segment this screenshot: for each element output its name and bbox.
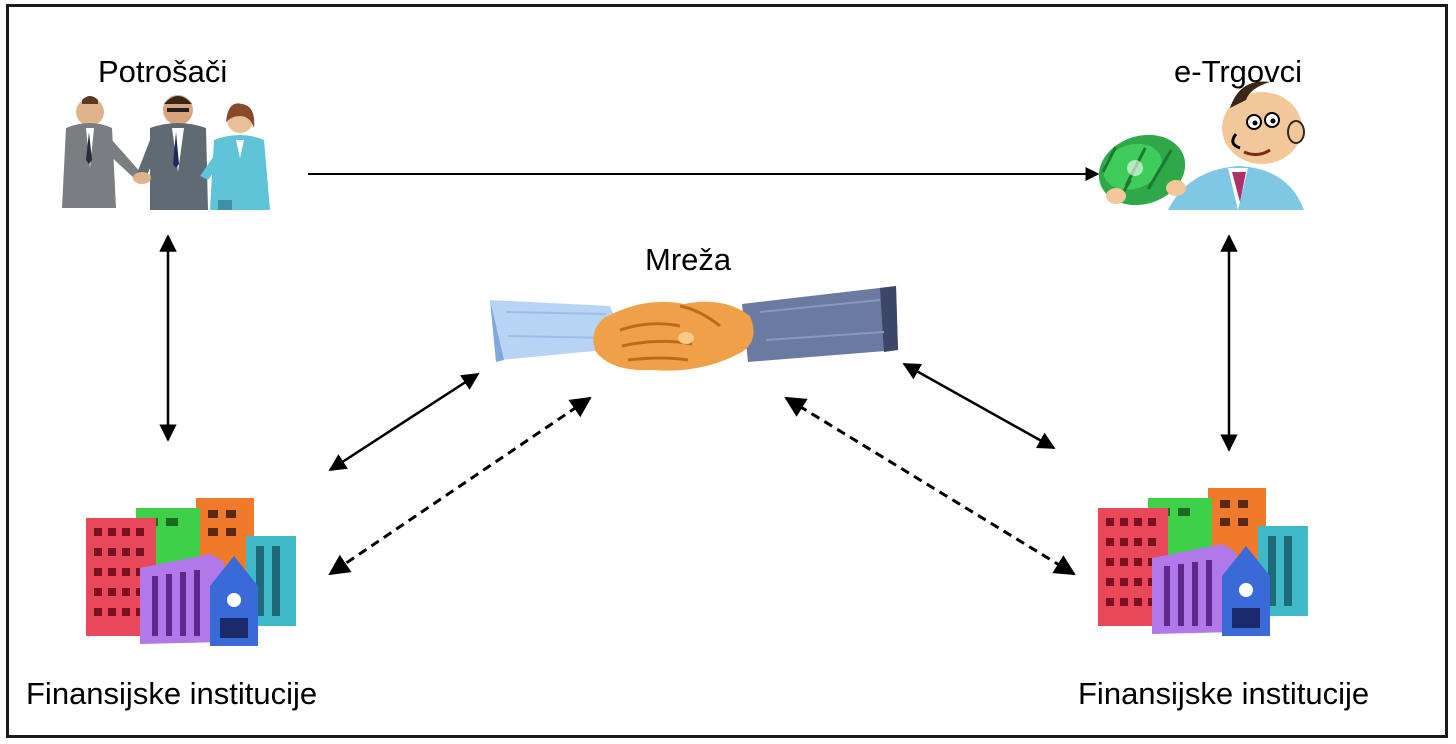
- handshake-icon: [490, 286, 898, 371]
- merchants-label: e-Trgovci: [1174, 54, 1303, 89]
- financial-institutions-right-label: Finansijske institucije: [1078, 676, 1370, 711]
- merchant-holding-money-icon: [1098, 81, 1305, 210]
- business-people-handshake-icon: [62, 95, 270, 210]
- arrow-network-financial-right-solid: [902, 362, 1056, 450]
- arrow-network-financial-left-dashed: [328, 396, 592, 576]
- arrow-network-financial-left-solid: [328, 372, 480, 472]
- office-buildings-icon: [86, 498, 296, 646]
- financial-institutions-left-label: Finansijske institucije: [26, 676, 318, 711]
- network-label: Mreža: [645, 242, 732, 277]
- arrow-network-financial-right-dashed: [784, 396, 1076, 576]
- office-buildings-icon: [1098, 488, 1308, 636]
- consumers-label: Potrošači: [98, 54, 228, 89]
